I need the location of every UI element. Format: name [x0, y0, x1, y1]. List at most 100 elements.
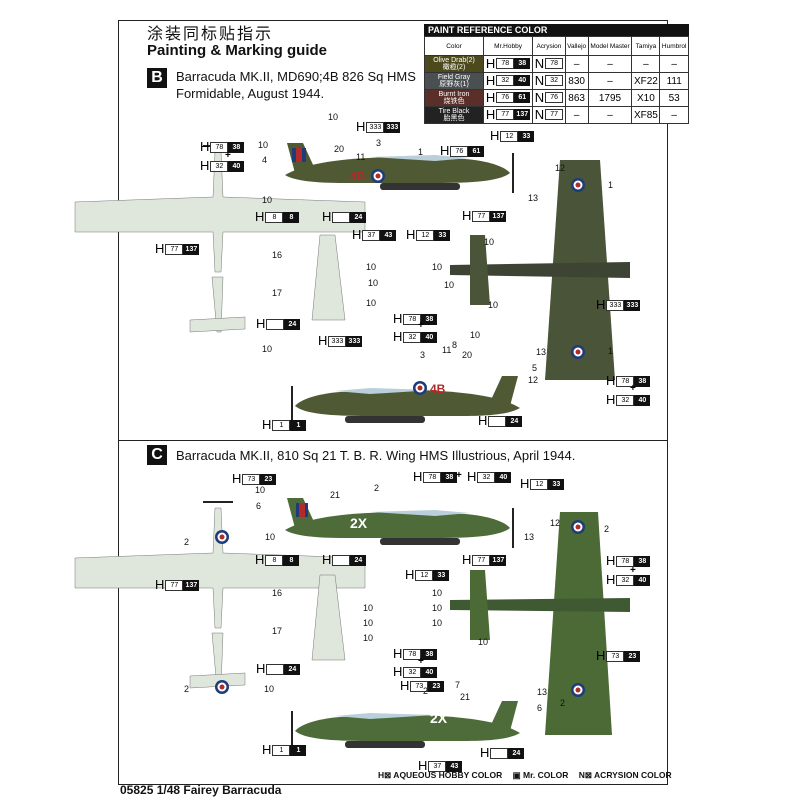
mr-color-code: 38: [441, 471, 458, 483]
color-name: Burnt Iron: [438, 91, 470, 98]
decal-number: 12: [550, 518, 561, 528]
decal-number: 10: [432, 588, 443, 598]
model-master-code: –: [587, 106, 633, 124]
decal-number: 10: [255, 485, 266, 495]
kit-footer: 05825 1/48 Fairey Barracuda: [120, 783, 282, 797]
decal-number: 2: [560, 698, 566, 708]
mr-color-code: 38: [228, 141, 245, 153]
mrhobby-aqueous-code: 32: [403, 666, 422, 678]
decal-number: 10: [366, 298, 377, 308]
mrhobby-aqueous-code: 1: [272, 419, 291, 431]
decal-number: 3: [376, 138, 382, 148]
decal-number: 10: [363, 603, 374, 613]
mr-color-code: 8: [283, 211, 300, 223]
decal-number: 21: [330, 490, 341, 500]
mr-color-code: 333: [624, 299, 641, 311]
color-name-cn: 橄榄(2): [442, 64, 466, 71]
mr-color-code: 43: [446, 760, 463, 772]
section-b-fuselage-code: 4B: [350, 169, 366, 183]
mr-color-code: 61: [468, 145, 485, 157]
mr-color-code: 40: [634, 574, 651, 586]
mr-color-code: 23: [260, 473, 277, 485]
mrhobby-aqueous-code: 78: [403, 313, 422, 325]
section-b-line2: Formidable, August 1944.: [176, 86, 325, 101]
paint-table-header: Color Mr.Hobby Acrysion Vallejo Model Ma…: [424, 36, 689, 56]
mr-color-code: 137: [490, 210, 507, 222]
mrhobby-aqueous-code: [332, 211, 351, 223]
decal-number: 13: [536, 347, 547, 357]
mrhobby-aqueous-code: 78: [616, 555, 635, 567]
mrhobby-aqueous-code: [490, 747, 509, 759]
mr-color-code: 40: [228, 160, 245, 172]
mrhobby-aqueous-code: 12: [530, 478, 549, 490]
decal-number: 1: [608, 346, 614, 356]
decal-number: 16: [272, 588, 283, 598]
decal-number: 16: [272, 250, 283, 260]
decal-number: 4: [262, 155, 268, 165]
mrhobby-aqueous-code: [332, 554, 351, 566]
mrhobby-aqueous-code: 77: [165, 243, 184, 255]
decal-number: 10: [262, 195, 273, 205]
mr-color-code: 23: [624, 650, 641, 662]
mr-color-code: 40: [495, 471, 512, 483]
decal-number: 2: [184, 537, 190, 547]
mr-color-code: 24: [506, 415, 523, 427]
mr-color-code: 43: [380, 229, 397, 241]
decal-number: 2: [604, 524, 610, 534]
mrhobby-aqueous-code: 78: [423, 471, 442, 483]
decal-number: 20: [462, 350, 473, 360]
mrhobby-aqueous-code: 78: [403, 648, 422, 660]
mrhobby-aqueous-code: 37: [362, 229, 381, 241]
section-b-badge: B: [147, 68, 167, 88]
title-chinese: 涂装同标贴指示: [147, 26, 274, 43]
mrhobby-aqueous-code: 333: [366, 121, 385, 133]
decal-number: 3: [420, 350, 426, 360]
decal-number: 2: [374, 483, 380, 493]
section-b-fuselage-code-2: 4B: [430, 382, 446, 396]
plus-sign: +: [418, 320, 424, 331]
decal-number: 10: [258, 140, 269, 150]
section-c-top-view: [450, 512, 630, 735]
mr-color-code: 1: [290, 419, 307, 431]
section-c-side-view-top: [284, 497, 514, 549]
mrhobby-aqueous-code: 333: [328, 335, 347, 347]
mr-color-code: 38: [421, 313, 438, 325]
section-divider: [118, 440, 668, 441]
decal-number: 10: [265, 532, 276, 542]
decal-number: 13: [528, 193, 539, 203]
color-name: Field Gray: [437, 74, 471, 81]
guide-frame: [118, 20, 668, 785]
decal-number: 8: [452, 340, 458, 350]
paint-reference-table: PAINT REFERENCE COLOR Color Mr.Hobby Acr…: [424, 24, 689, 124]
mr-color-code: 137: [183, 579, 200, 591]
decal-number: 12: [555, 163, 566, 173]
mrhobby-aqueous-code: 73: [242, 473, 261, 485]
section-b-description: Barracuda MK.II, MD690;4B 826 Sq HMS For…: [176, 68, 416, 102]
decal-number: 10: [432, 618, 443, 628]
paint-table-title: PAINT REFERENCE COLOR: [424, 24, 689, 36]
decal-number: 10: [328, 112, 339, 122]
